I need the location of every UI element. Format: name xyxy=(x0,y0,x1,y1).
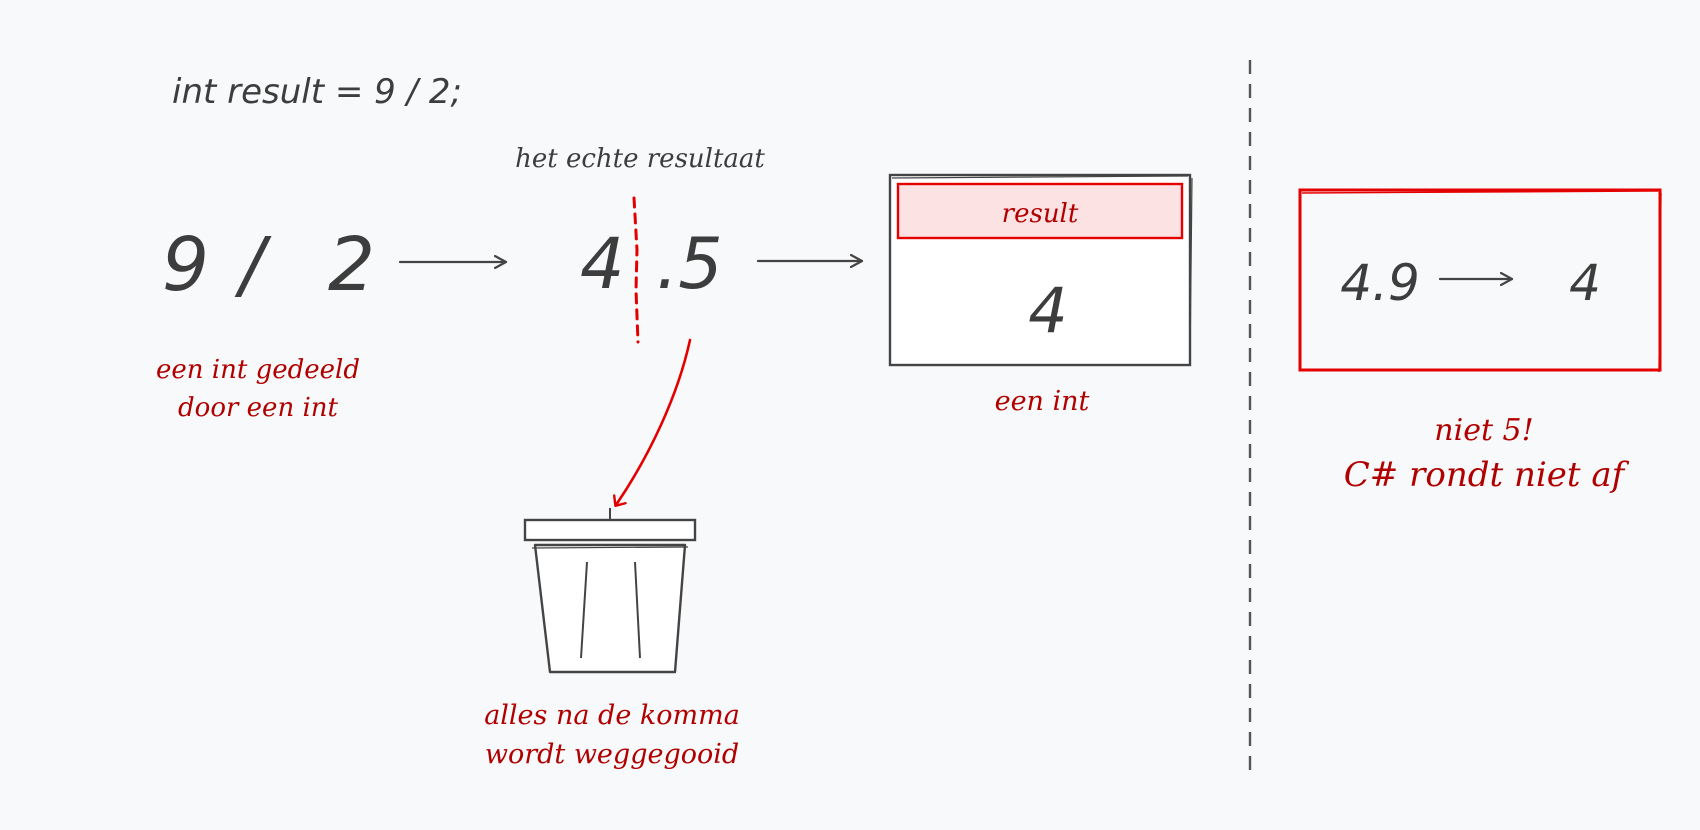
variable-name: result xyxy=(1002,199,1079,229)
expression-caption-line1: een int gedeeld xyxy=(156,355,360,385)
variable-caption: een int xyxy=(995,386,1090,417)
rounding-note-box: 4.9 4 xyxy=(1298,188,1662,373)
real-result-integer-part: 4 xyxy=(580,223,625,305)
real-result-label: het echte resultaat xyxy=(515,144,765,174)
divisor: 2 xyxy=(328,222,375,308)
rounding-caption-line1: niet 5! xyxy=(1434,413,1533,448)
code-line: int result = 9 / 2; xyxy=(172,72,462,112)
trash-bin-icon xyxy=(523,508,697,674)
rounding-input: 4.9 xyxy=(1340,254,1420,312)
real-result-fraction-part: .5 xyxy=(656,223,723,305)
division-expression: 9 / 2 xyxy=(162,222,375,308)
dividend: 9 xyxy=(162,222,209,308)
expression-caption-line2: door een int xyxy=(178,393,338,423)
rounding-output: 4 xyxy=(1569,254,1601,312)
variable-name-highlight xyxy=(896,182,1184,240)
arrow-to-trash xyxy=(616,338,692,505)
division-operator: / xyxy=(234,222,272,308)
variable-value: 4 xyxy=(1028,274,1067,347)
variable-box: result 4 xyxy=(888,173,1193,367)
trash-caption-line2: wordt weggegooid xyxy=(485,739,739,770)
trash-caption-line1: alles na de komma xyxy=(484,700,740,731)
truncation-cut-line xyxy=(632,196,640,344)
rounding-caption-line2: C# rondt niet af xyxy=(1344,455,1630,495)
